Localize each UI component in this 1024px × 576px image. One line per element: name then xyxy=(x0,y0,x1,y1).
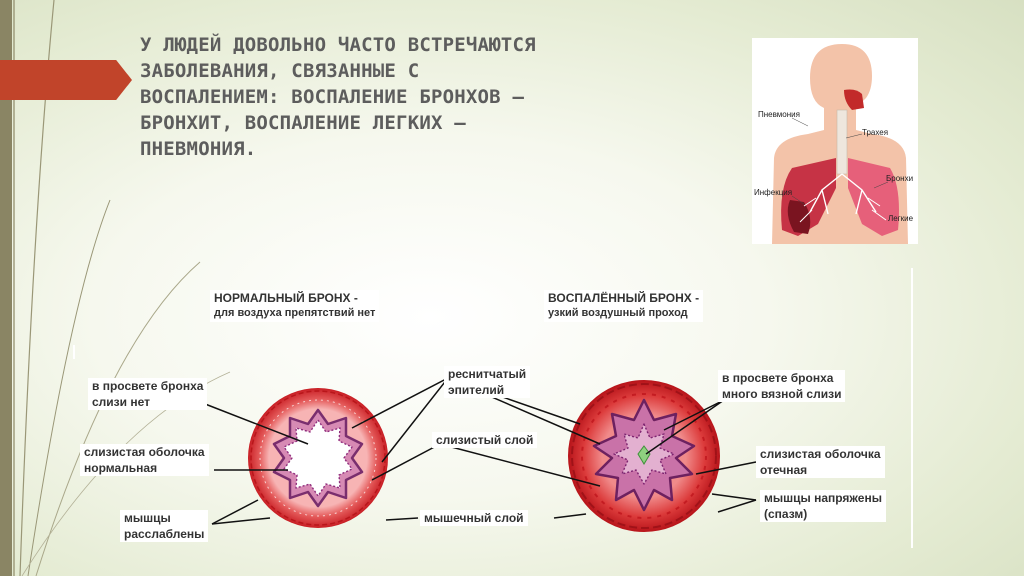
label-lungs: Легкие xyxy=(888,214,914,223)
caption-line: мышечный слой xyxy=(424,511,524,525)
normal-header-title: НОРМАЛЬНЫЙ БРОНХ - xyxy=(214,291,358,305)
caption-line: (спазм) xyxy=(764,507,808,521)
normal-bronchus xyxy=(248,388,388,528)
label-trachea: Трахея xyxy=(862,128,889,137)
inflamed-bronchus xyxy=(568,380,720,532)
label-pneumonia: Пневмония xyxy=(758,110,800,119)
caption-line: в просвете бронха xyxy=(92,379,204,393)
caption-line: много вязной слизи xyxy=(722,387,842,401)
title-line: ЗАБОЛЕВАНИЯ, СВЯЗАННЫЕ С xyxy=(140,60,420,82)
caption-line: мышцы xyxy=(124,511,171,525)
caption-line: слизистый слой xyxy=(436,433,534,447)
inflamed-lumen-caption: в просвете бронха много вязной слизи xyxy=(718,370,846,402)
normal-muscles-caption: мышцы расслаблены xyxy=(120,510,209,542)
label-infection: Инфекция xyxy=(754,188,793,197)
caption-line: отечная xyxy=(760,463,808,477)
title-accent-tab xyxy=(0,60,132,100)
caption-line: эпителий xyxy=(448,383,505,397)
epithelium-caption: реснитчатый эпителий xyxy=(444,366,531,398)
mucous-layer-caption: слизистый слой xyxy=(432,432,538,448)
label-bronchi: Бронхи xyxy=(886,174,914,183)
caption-line: в просвете бронха xyxy=(722,371,834,385)
inflamed-bronchus-header: ВОСПАЛЁННЫЙ БРОНХ - узкий воздушный прох… xyxy=(544,290,704,322)
normal-lumen-caption: в просвете бронха слизи нет xyxy=(88,378,208,410)
inflamed-header-subtitle: узкий воздушный проход xyxy=(548,307,688,319)
caption-line: слизи нет xyxy=(92,395,150,409)
slide-title: У ЛЮДЕЙ ДОВОЛЬНО ЧАСТО ВСТРЕЧАЮТСЯ ЗАБОЛ… xyxy=(140,32,720,162)
title-line: У ЛЮДЕЙ ДОВОЛЬНО ЧАСТО ВСТРЕЧАЮТСЯ xyxy=(140,34,536,56)
title-line: БРОНХИТ, ВОСПАЛЕНИЕ ЛЕГКИХ – xyxy=(140,112,466,134)
left-accent-bar xyxy=(0,0,12,576)
caption-line: слизистая оболочка xyxy=(84,445,205,459)
normal-bronchus-header: НОРМАЛЬНЫЙ БРОНХ - для воздуха препятств… xyxy=(210,290,380,322)
anatomy-illustration: Пневмония Трахея Бронхи Инфекция Легкие xyxy=(752,38,918,244)
title-line: ПНЕВМОНИЯ. xyxy=(140,138,257,160)
caption-line: расслаблены xyxy=(124,527,205,541)
caption-line: нормальная xyxy=(84,461,158,475)
respiratory-system-image xyxy=(772,44,908,244)
inflamed-header-title: ВОСПАЛЁННЫЙ БРОНХ - xyxy=(548,291,700,305)
decorative-rule xyxy=(911,268,913,548)
inflamed-muscles-caption: мышцы напряжены (спазм) xyxy=(760,490,886,522)
caption-line: реснитчатый xyxy=(448,367,527,381)
caption-line: слизистая оболочка xyxy=(760,447,881,461)
muscle-layer-caption: мышечный слой xyxy=(420,510,528,526)
normal-header-subtitle: для воздуха препятствий нет xyxy=(214,307,376,319)
inflamed-mucosa-caption: слизистая оболочка отечная xyxy=(756,446,885,478)
caption-line: мышцы напряжены xyxy=(764,491,882,505)
title-line: ВОСПАЛЕНИЕМ: ВОСПАЛЕНИЕ БРОНХОВ – xyxy=(140,86,525,108)
decorative-tick xyxy=(73,345,75,359)
normal-mucosa-caption: слизистая оболочка нормальная xyxy=(80,444,209,476)
